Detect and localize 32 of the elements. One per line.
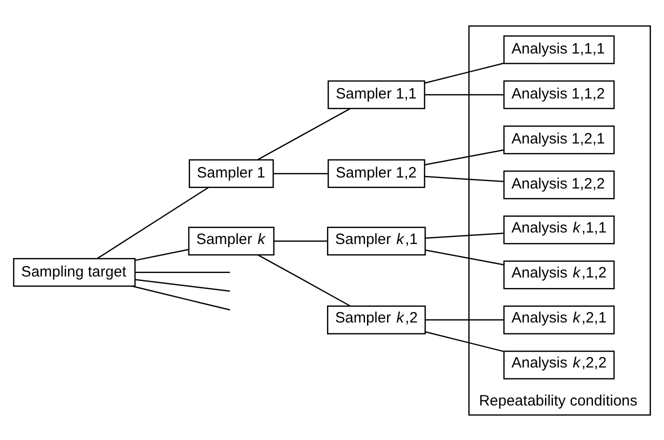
node-box: Analysis k,1,2	[503, 260, 615, 289]
node-box: Sampler 1	[188, 158, 274, 188]
connector	[97, 186, 209, 258]
node-box: Analysis k,2,1	[503, 305, 615, 334]
connector	[425, 330, 504, 352]
connector	[425, 318, 504, 320]
connector	[274, 240, 328, 242]
connector	[273, 172, 328, 174]
node-box: Sampler 1,1	[328, 80, 426, 109]
connector	[135, 271, 230, 273]
node-box: Sampler k	[188, 226, 274, 256]
connector	[424, 62, 504, 84]
connector	[424, 148, 504, 165]
connector	[424, 94, 504, 95]
connector	[425, 232, 504, 238]
connector	[258, 254, 350, 306]
connector	[257, 108, 351, 160]
node-box: Sampling target	[13, 258, 136, 286]
node-box: Analysis 1,1,1	[503, 34, 615, 64]
node-box: Analysis 1,1,2	[503, 80, 615, 109]
node-box: Sampler k,1	[327, 226, 426, 256]
connector	[135, 278, 230, 292]
node-box: Sampler 1,2	[328, 158, 426, 188]
connector	[425, 248, 504, 265]
node-box: Analysis k,2,2	[503, 350, 615, 379]
connector	[424, 175, 504, 182]
connector	[132, 285, 230, 310]
node-box: Sampler k,2	[327, 305, 426, 334]
node-box: Analysis k,1,1	[503, 215, 615, 244]
node-box: Analysis 1,2,1	[503, 124, 615, 154]
connector	[135, 248, 189, 260]
node-box: Analysis 1,2,2	[503, 170, 615, 199]
